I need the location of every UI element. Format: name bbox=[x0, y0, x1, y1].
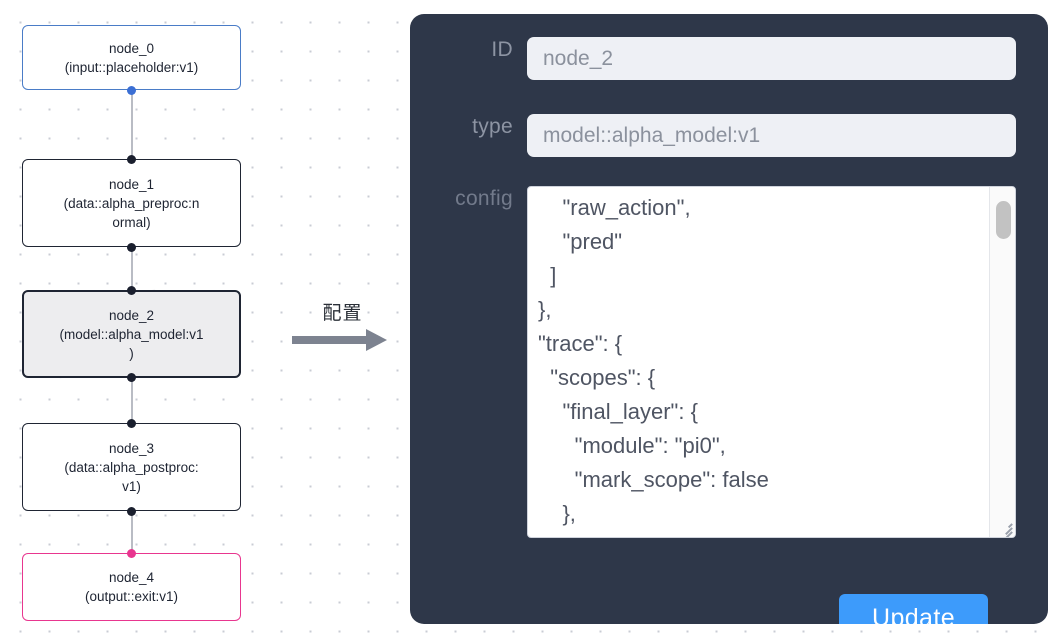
flow-node-node_3[interactable]: node_3 (data::alpha_postproc: v1) bbox=[22, 423, 241, 511]
form-row-config: config "raw_action", "pred" ] }, "trace"… bbox=[410, 186, 1048, 538]
node-port-node_0-out[interactable] bbox=[127, 86, 136, 95]
form-row-type: type model::alpha_model:v1 bbox=[410, 114, 1048, 157]
update-button[interactable]: Update bbox=[839, 594, 988, 624]
edge-node1-node2 bbox=[131, 247, 133, 290]
type-field-label: type bbox=[472, 115, 513, 138]
arrow-right-icon bbox=[290, 329, 395, 351]
flow-node-node_0[interactable]: node_0 (input::placeholder:v1) bbox=[22, 25, 241, 90]
node-port-node_1-in[interactable] bbox=[127, 155, 136, 164]
flow-node-label: node_3 (data::alpha_postproc: v1) bbox=[64, 440, 199, 494]
resize-grip-icon[interactable] bbox=[997, 519, 1013, 537]
config-scrollbar-thumb[interactable] bbox=[996, 201, 1011, 239]
form-row-id: ID node_2 bbox=[410, 37, 1048, 80]
node-port-node_2-in[interactable] bbox=[127, 286, 136, 295]
id-input[interactable]: node_2 bbox=[527, 37, 1016, 80]
type-input[interactable]: model::alpha_model:v1 bbox=[527, 114, 1016, 157]
flow-graph[interactable]: node_0 (input::placeholder:v1) node_1 (d… bbox=[0, 0, 285, 643]
node-inspector-panel: ID node_2 type model::alpha_model:v1 con… bbox=[410, 14, 1048, 624]
node-port-node_1-out[interactable] bbox=[127, 243, 136, 252]
config-field-label: config bbox=[455, 187, 513, 210]
flow-node-node_4[interactable]: node_4 (output::exit:v1) bbox=[22, 553, 241, 621]
flow-node-label: node_0 (input::placeholder:v1) bbox=[64, 40, 199, 75]
node-port-node_2-out[interactable] bbox=[127, 373, 136, 382]
flow-node-node_1[interactable]: node_1 (data::alpha_preproc:n ormal) bbox=[22, 159, 241, 247]
config-textarea-content[interactable]: "raw_action", "pred" ] }, "trace": { "sc… bbox=[538, 195, 769, 537]
node-port-node_3-in[interactable] bbox=[127, 419, 136, 428]
arrow-head bbox=[366, 329, 387, 351]
flow-node-label: node_2 (model::alpha_model:v1 ) bbox=[59, 307, 204, 361]
flow-node-node_2[interactable]: node_2 (model::alpha_model:v1 ) bbox=[22, 290, 241, 378]
node-port-node_3-out[interactable] bbox=[127, 507, 136, 516]
transition-caption: 配置 bbox=[322, 302, 363, 324]
flow-node-label: node_1 (data::alpha_preproc:n ormal) bbox=[63, 176, 200, 230]
edge-node0-node1 bbox=[131, 90, 133, 157]
config-scrollbar[interactable] bbox=[989, 187, 1015, 537]
transition-annotation: 配置 bbox=[290, 298, 395, 351]
id-field-label: ID bbox=[491, 38, 513, 61]
config-textarea[interactable]: "raw_action", "pred" ] }, "trace": { "sc… bbox=[527, 186, 1016, 538]
arrow-shaft bbox=[292, 336, 368, 344]
node-port-node_4-in[interactable] bbox=[127, 549, 136, 558]
edge-node3-node4 bbox=[131, 511, 133, 553]
edge-node2-node3 bbox=[131, 377, 133, 423]
flow-node-label: node_4 (output::exit:v1) bbox=[84, 570, 179, 604]
